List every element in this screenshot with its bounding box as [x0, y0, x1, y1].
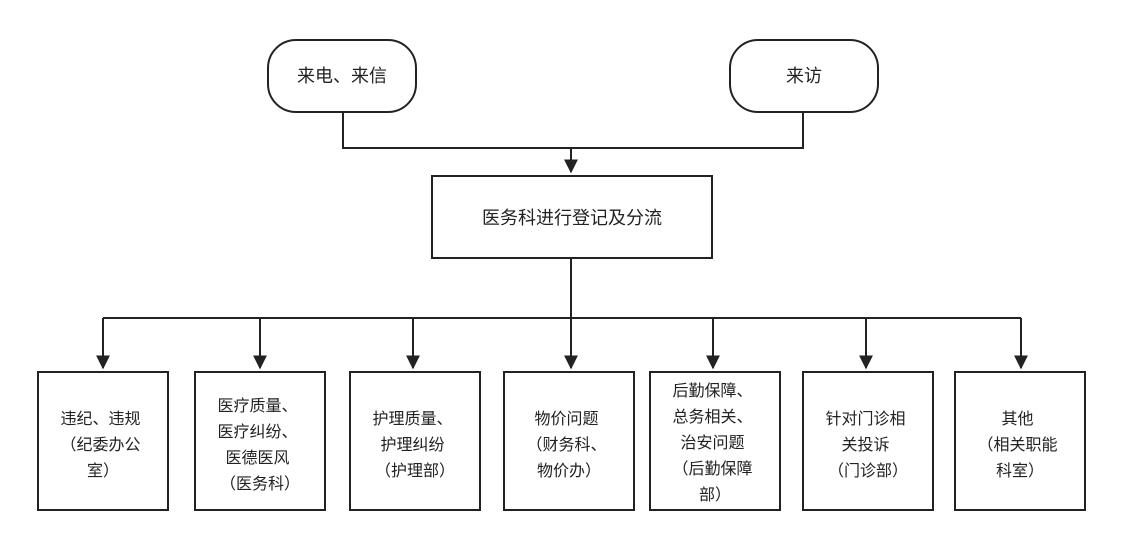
svg-text:后勤保障、 总务相关、 治安问题: 后勤保障、 总务相关、 治安问题 （后勤保障 部） — [672, 381, 757, 504]
target-label-line: 针对门诊相 — [825, 409, 905, 428]
target-label-line: （医务科） — [220, 474, 300, 493]
target-label-line: 后勤保障、 — [672, 381, 752, 400]
target-label-line: 科室） — [996, 461, 1044, 480]
target-label-line: 其他 — [1001, 409, 1033, 428]
source-label: 来电、来信 — [297, 66, 387, 87]
source-node-phone-letter: 来电、来信 — [267, 39, 417, 113]
source-connectors — [342, 112, 804, 174]
target-label-line: （财务科、 — [526, 435, 606, 454]
target-label-line: 护理纠纷 — [380, 435, 444, 454]
target-label-line: 总务相关、 — [672, 407, 752, 426]
connector-source-phone-letter — [342, 112, 571, 149]
target-label-line: 医德医风 — [225, 448, 289, 467]
svg-text:其他 （相关职能 科室）: 其他 （相关职能 科室） — [977, 409, 1062, 480]
svg-text:违纪、违规 （纪委办公 室）: 违纪、违规 （纪委办公 室） — [60, 409, 145, 480]
svg-text:物价问题 （财务科、 物价办）: 物价问题 （财务科、 物价办） — [526, 409, 611, 480]
target-node-nursing: 护理质量、 护理纠纷 （护理部） — [349, 371, 481, 511]
target-label-line: 物价办） — [537, 461, 601, 480]
target-label-line: 关投诉 — [841, 435, 889, 454]
target-node-pricing: 物价问题 （财务科、 物价办） — [503, 371, 635, 511]
target-connectors — [96, 258, 1028, 370]
target-label-line: 部） — [699, 485, 731, 504]
target-label-line: （相关职能 — [977, 435, 1057, 454]
svg-text:护理质量、 护理纠纷 （护理部）: 护理质量、 护理纠纷 （护理部） — [372, 409, 457, 480]
target-node-other: 其他 （相关职能 科室） — [954, 371, 1086, 511]
target-node-discipline: 违纪、违规 （纪委办公 室） — [37, 371, 169, 511]
target-node-outpatient: 针对门诊相 关投诉 （门诊部） — [802, 371, 934, 511]
target-label-line: 医疗质量、 — [217, 396, 297, 415]
target-label-line: （护理部） — [375, 461, 455, 480]
target-label-line: 室） — [87, 461, 119, 480]
target-label-line: 护理质量、 — [372, 409, 452, 428]
source-label: 来访 — [786, 66, 822, 87]
target-label-line: 物价问题 — [534, 409, 598, 428]
source-node-visit: 来访 — [729, 39, 879, 113]
target-label-line: 治安问题 — [680, 433, 744, 452]
svg-text:医疗质量、 医疗纠纷、 医德医风: 医疗质量、 医疗纠纷、 医德医风 （医务科） — [217, 396, 302, 493]
target-label-line: 违纪、违规 — [60, 409, 140, 428]
connector-source-visit — [571, 112, 804, 149]
center-node: 医务科进行登记及分流 — [431, 175, 713, 259]
target-label-line: （纪委办公 — [60, 435, 140, 454]
target-label-line: 医疗纠纷、 — [217, 422, 297, 441]
svg-text:针对门诊相 关投诉 （门诊部）: 针对门诊相 关投诉 （门诊部） — [825, 409, 910, 480]
target-label-line: （后勤保障 — [672, 459, 752, 478]
center-label: 医务科进行登记及分流 — [482, 208, 662, 229]
target-label-line: （门诊部） — [828, 461, 908, 480]
target-node-medical-quality: 医疗质量、 医疗纠纷、 医德医风 （医务科） — [194, 371, 326, 511]
target-node-logistics: 后勤保障、 总务相关、 治安问题 （后勤保障 部） — [649, 371, 781, 511]
